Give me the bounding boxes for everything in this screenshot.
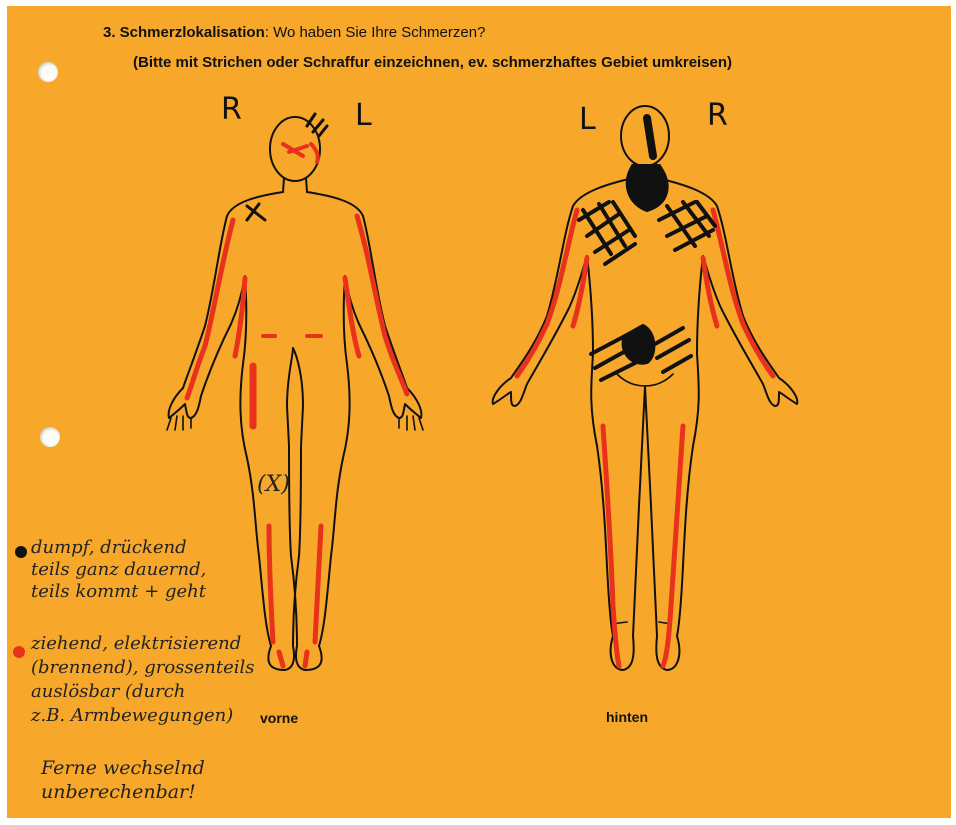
legend-red-line: z.B. Armbewegungen) <box>31 704 255 728</box>
back-caption: hinten <box>606 709 648 725</box>
front-caption: vorne <box>260 710 298 726</box>
front-side-label-right: R <box>221 92 242 127</box>
back-side-label-left: L <box>579 102 596 137</box>
front-side-label-left: L <box>355 98 372 133</box>
legend-red-line: ziehend, elektrisierend <box>31 632 255 656</box>
back-dark-pain-marks <box>579 118 715 380</box>
note-line: unberechenbar! <box>41 780 205 804</box>
note-line: Ferne wechselnd <box>41 756 205 780</box>
legend-red-line: (brennend), grossenteils <box>31 656 255 680</box>
front-red-pain-marks <box>187 144 407 666</box>
legend-dark-line: dumpf, drückend <box>31 537 206 559</box>
legend-dark-line: teils ganz dauernd, <box>31 559 206 581</box>
legend-red-line: auslösbar (durch <box>31 680 255 704</box>
questionnaire-page: 3. Schmerzlokalisation: Wo haben Sie Ihr… <box>7 6 951 818</box>
knee-mark: (X) <box>257 472 290 497</box>
legend-dark-dot <box>15 546 27 558</box>
back-side-label-right: R <box>707 98 728 133</box>
legend-dark-text: dumpf, drückend teils ganz dauernd, teil… <box>31 537 206 603</box>
legend-red-text: ziehend, elektrisierend (brennend), gros… <box>31 632 255 728</box>
legend-red-dot <box>13 646 25 658</box>
legend-dark-line: teils kommt + geht <box>31 581 206 603</box>
handwritten-note: Ferne wechselnd unberechenbar! <box>41 756 205 804</box>
